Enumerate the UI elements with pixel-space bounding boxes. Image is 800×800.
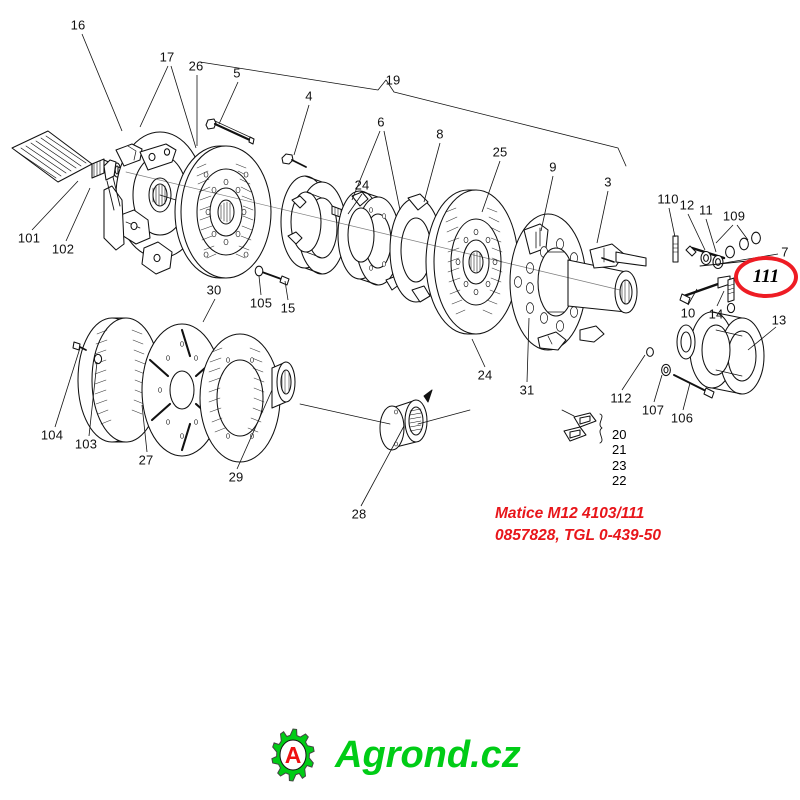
callout-112: 112 xyxy=(610,390,632,406)
part-fasteners-bottom-right xyxy=(646,347,715,399)
brace-number-20: 20 xyxy=(612,427,627,442)
leader-line-4 xyxy=(293,104,310,156)
callout-17: 17 xyxy=(159,49,175,65)
part-pressure-ring-4 xyxy=(280,175,357,275)
callout-8: 8 xyxy=(436,126,444,142)
leader-line-106 xyxy=(682,382,691,411)
leader-line-31 xyxy=(526,317,530,383)
callout-103: 103 xyxy=(74,436,98,452)
leader-line-104 xyxy=(54,347,81,428)
leader-line-6b xyxy=(383,130,401,211)
leader-line-25 xyxy=(481,160,501,213)
callout-24: 24 xyxy=(354,177,370,193)
part-splined-hub-28 xyxy=(299,389,471,451)
part-ring-pack-6 xyxy=(337,190,401,291)
leader-line-16 xyxy=(81,33,123,132)
caption-line-2: 0857828, TGL 0-439-50 xyxy=(495,527,662,545)
callout-28: 28 xyxy=(351,506,367,522)
callout-16: 16 xyxy=(70,17,86,33)
leader-line-27 xyxy=(141,404,148,453)
part-bolt-26 xyxy=(205,118,255,145)
leader-line-109 xyxy=(715,224,734,244)
part-clutch-disc-1 xyxy=(174,145,272,279)
part-bolt-5 xyxy=(281,153,307,168)
leader-line-105 xyxy=(258,275,262,296)
callout-104: 104 xyxy=(40,427,64,443)
leader-line-109b xyxy=(736,224,749,241)
part-clips-group xyxy=(561,409,603,444)
leader-line-30 xyxy=(202,298,216,323)
leader-line-13 xyxy=(747,326,777,351)
callout-14: 14 xyxy=(708,306,724,322)
callout-110: 110 xyxy=(657,191,679,207)
leader-bracket-19 xyxy=(199,61,627,167)
leader-line-8 xyxy=(423,142,441,203)
leader-line-24b xyxy=(471,338,486,368)
callout-11: 11 xyxy=(699,202,713,218)
highlight-ellipse xyxy=(734,256,798,298)
leader-line-101 xyxy=(31,180,79,231)
leader-line-102 xyxy=(65,187,91,242)
leader-line-110 xyxy=(668,207,676,238)
site-logo[interactable]: A Agrond.cz xyxy=(265,727,521,783)
logo-wordmark: Agrond.cz xyxy=(335,734,521,776)
callout-105: 105 xyxy=(249,295,273,311)
leader-line-6 xyxy=(351,130,381,201)
callout-4: 4 xyxy=(305,88,313,104)
part-bearing-housing-13 xyxy=(676,311,765,395)
leader-line-112 xyxy=(621,354,646,391)
callout-31: 31 xyxy=(519,382,535,398)
brace-number-21: 21 xyxy=(612,442,627,458)
callout-27: 27 xyxy=(138,452,154,468)
part-clutch-housing-9 xyxy=(509,213,638,351)
callout-107: 107 xyxy=(641,402,665,418)
leader-line-11 xyxy=(705,218,717,253)
callout-15: 15 xyxy=(280,300,296,316)
leader-line-3 xyxy=(596,190,609,244)
leader-line-10 xyxy=(687,288,698,306)
callout-30: 30 xyxy=(206,282,222,298)
part-release-assembly-3 xyxy=(589,231,777,314)
callout-29: 29 xyxy=(228,469,244,485)
callout-7: 7 xyxy=(781,244,789,260)
leader-line-14 xyxy=(716,290,725,307)
callout-9: 9 xyxy=(549,159,557,175)
highlight-callout-111[interactable]: 111 xyxy=(734,256,798,298)
callout-106: 106 xyxy=(670,410,694,426)
highlight-label: 111 xyxy=(752,266,780,287)
leader-line-17 xyxy=(139,65,169,128)
brace-number-22: 22 xyxy=(612,472,627,488)
callout-12: 12 xyxy=(679,197,695,213)
callout-3: 3 xyxy=(604,174,612,190)
callout-19: 19 xyxy=(385,72,401,88)
leader-line-107 xyxy=(653,374,663,403)
callout-5: 5 xyxy=(233,65,241,81)
leader-line-28 xyxy=(360,425,405,507)
callout-102: 102 xyxy=(51,241,75,257)
callout-13: 13 xyxy=(771,312,787,328)
leader-line-17b xyxy=(170,65,197,149)
part-caption: Matice M12 4103/111 0857828, TGL 0-439-5… xyxy=(495,503,661,548)
leader-line-29 xyxy=(236,389,273,470)
leader-line-24 xyxy=(347,193,363,215)
leader-line-15 xyxy=(284,280,289,301)
callout-25: 25 xyxy=(492,144,508,160)
callout-6: 6 xyxy=(377,114,385,130)
leader-line-12 xyxy=(687,213,706,251)
leader-line-5 xyxy=(218,81,239,125)
callout-10: 10 xyxy=(680,305,696,321)
callout-109: 109 xyxy=(722,208,746,224)
logo-letter: A xyxy=(285,742,302,768)
leader-line-9 xyxy=(540,175,554,232)
brace-number-23: 23 xyxy=(612,457,627,473)
part-clutch-disc-25 xyxy=(425,189,519,335)
gear-icon: A xyxy=(271,728,315,782)
caption-line-1: Matice M12 4103/111 xyxy=(495,505,645,522)
callout-101: 101 xyxy=(17,230,41,246)
callout-26: 26 xyxy=(188,58,204,74)
callout-24b: 24 xyxy=(477,367,493,383)
leader-line-103 xyxy=(88,361,98,437)
